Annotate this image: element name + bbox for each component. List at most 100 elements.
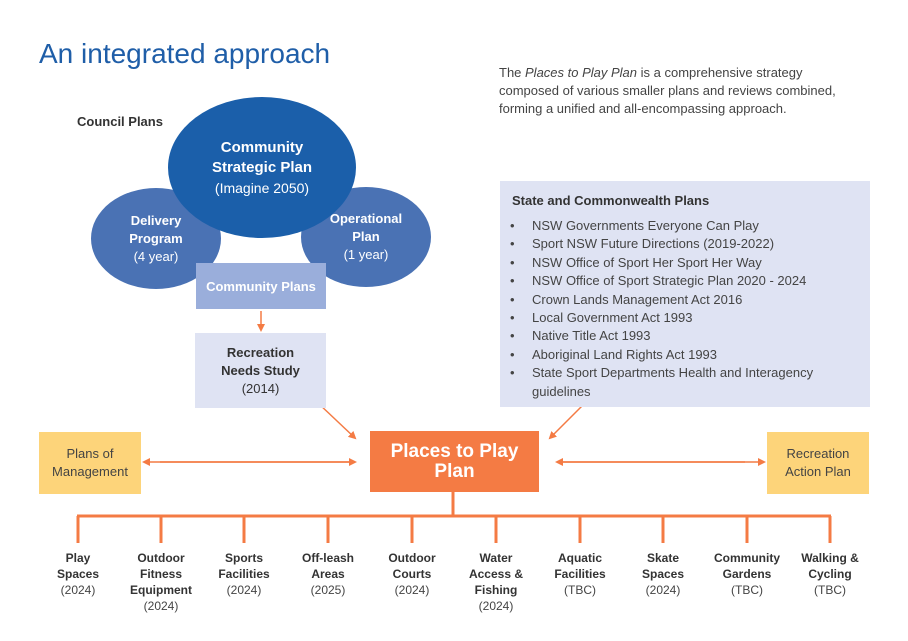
csp-sub: (Imagine 2050)	[214, 179, 310, 196]
leaf-line2: Facilities	[218, 567, 270, 581]
bullet: •	[510, 254, 515, 270]
leaf-year: (TBC)	[814, 583, 846, 597]
leaf-line1: Skate	[646, 551, 680, 565]
list-item-text: Sport NSW Future Directions (2019-2022)	[532, 236, 775, 252]
pom-line2: Management	[52, 464, 128, 479]
leaf-year: (2024)	[394, 583, 430, 597]
bullet: •	[510, 328, 515, 344]
list-item: • State Sport Departments Health and Inte…	[510, 364, 860, 401]
pom-line1: Plans of	[66, 446, 114, 461]
places-to-play-plan-box: Places to Play Plan	[370, 431, 539, 492]
leaf-off-leash-areas: Off-leash Areas (2025)	[286, 550, 370, 598]
list-item: • Crown Lands Management Act 2016	[510, 291, 860, 309]
leaf-line1: Outdoor	[137, 551, 185, 565]
bullet: •	[510, 346, 515, 362]
leaf-year: (2024)	[60, 583, 96, 597]
leaf-outdoor-fitness-equipment: Outdoor Fitness Equipment (2024)	[119, 550, 203, 614]
community-strategic-plan-ellipse: Community Strategic Plan (Imagine 2050)	[168, 97, 356, 238]
csp-line1: Community	[220, 138, 304, 156]
list-item-text: Native Title Act 1993	[532, 328, 651, 344]
csp-line2: Strategic Plan	[211, 158, 313, 176]
leaf-water-access-fishing: Water Access & Fishing (2024)	[454, 550, 538, 614]
list-item: • Native Title Act 1993	[510, 327, 860, 345]
leaf-line2: Access &	[468, 567, 524, 581]
delivery-sub: (4 year)	[133, 248, 179, 264]
ptp-line1: Places to Play	[390, 440, 519, 462]
leaf-sports-facilities: Sports Facilities (2024)	[202, 550, 286, 598]
list-item-text: NSW Office of Sport Her Sport Her Way	[532, 254, 762, 270]
list-item-text: Crown Lands Management Act 2016	[532, 291, 743, 307]
leaf-line2: Fitness	[139, 567, 182, 581]
list-item-text: NSW Governments Everyone Can Play	[532, 218, 759, 233]
leaf-line2: Courts	[392, 567, 432, 581]
state-plans-list: • NSW Governments Everyone Can Play • Spor…	[510, 217, 860, 401]
leaf-line1: Outdoor	[388, 551, 436, 565]
leaf-line2: Spaces	[56, 567, 100, 581]
operational-line2: Plan	[352, 229, 380, 244]
leaf-line3: Equipment	[130, 583, 192, 597]
list-item-text: Aboriginal Land Rights Act 1993	[532, 346, 718, 362]
list-item-text: NSW Office of Sport Strategic Plan 2020 …	[532, 273, 807, 289]
list-item: • NSW Office of Sport Strategic Plan 2020…	[510, 272, 860, 290]
leaf-walking-cycling: Walking & Cycling (TBC)	[788, 550, 872, 598]
leaf-skate-spaces: Skate Spaces (2024)	[621, 550, 705, 598]
intro-before: The	[499, 65, 526, 80]
rap-line1: Recreation	[786, 446, 850, 461]
leaf-line1: Community	[714, 551, 780, 565]
leaf-line2: Spaces	[641, 567, 685, 581]
leaf-line1: Play	[65, 551, 91, 565]
bullet: •	[510, 291, 515, 307]
rns-line2: Needs Study	[221, 362, 300, 378]
arrow-state-to-ptp	[548, 402, 586, 440]
bullet: •	[510, 218, 515, 233]
state-plans-title: State and Commonwealth Plans	[512, 193, 710, 208]
leaf-year: (2024)	[226, 583, 262, 597]
operational-sub: (1 year)	[343, 247, 389, 262]
page-title: An integrated approach	[39, 38, 331, 69]
leaf-year: (TBC)	[564, 583, 596, 597]
rns-sub: (2014)	[241, 380, 280, 396]
bullet: •	[510, 365, 515, 381]
recreation-needs-study-box: Recreation Needs Study (2014)	[195, 333, 326, 408]
state-commonwealth-plans-panel: State and Commonwealth Plans • NSW Govern…	[500, 181, 870, 407]
council-plans-label: Council Plans	[77, 114, 163, 129]
arrow-rns-to-ptp	[317, 402, 357, 440]
leaf-outdoor-courts: Outdoor Courts (2024)	[370, 550, 454, 598]
bullet: •	[510, 310, 515, 326]
leaf-line3: Fishing	[474, 583, 518, 597]
list-item-text: State Sport Departments Health and Inter…	[532, 365, 814, 399]
list-item: • NSW Governments Everyone Can Play	[510, 217, 860, 235]
leaf-community-gardens: Community Gardens (TBC)	[705, 550, 789, 598]
bullet: •	[510, 273, 515, 289]
leaf-year: (2025)	[310, 583, 346, 597]
leaf-year: (2024)	[143, 599, 179, 613]
intro-paragraph: The Places to Play Plan is a comprehensi…	[499, 64, 849, 118]
leaf-year: (2024)	[478, 599, 514, 613]
leaf-play-spaces: Play Spaces (2024)	[36, 550, 120, 598]
rap-line2: Action Plan	[785, 464, 851, 479]
leaf-line1: Water	[479, 551, 513, 565]
leaf-line1: Off-leash	[301, 551, 354, 565]
recreation-action-plan-box: Recreation Action Plan	[767, 432, 869, 494]
leaf-line2: Facilities	[554, 567, 606, 581]
leaf-line1: Walking &	[801, 551, 859, 565]
leaf-line1: Aquatic	[557, 551, 602, 565]
operational-line1: Operational	[329, 211, 403, 226]
list-item: • Aboriginal Land Rights Act 1993	[510, 346, 860, 364]
list-item-text: Local Government Act 1993	[532, 310, 693, 326]
list-item: • Sport NSW Future Directions (2019-2022)	[510, 235, 860, 253]
plans-of-management-box: Plans of Management	[39, 432, 141, 494]
leaf-line2: Areas	[311, 567, 345, 581]
community-plans-box: Community Plans	[196, 263, 326, 309]
intro-after: is a comprehensive strategy composed of …	[499, 65, 836, 116]
leaf-aquatic-facilities: Aquatic Facilities (TBC)	[538, 550, 622, 598]
leaf-line2: Cycling	[808, 567, 852, 581]
delivery-line2: Program	[129, 230, 183, 246]
leaf-year: (2024)	[645, 583, 681, 597]
rns-line1: Recreation	[226, 344, 295, 360]
bullet: •	[510, 236, 515, 252]
delivery-line1: Delivery	[130, 212, 182, 228]
list-item: • NSW Office of Sport Her Sport Her Way	[510, 254, 860, 272]
leaf-year: (TBC)	[731, 583, 763, 597]
